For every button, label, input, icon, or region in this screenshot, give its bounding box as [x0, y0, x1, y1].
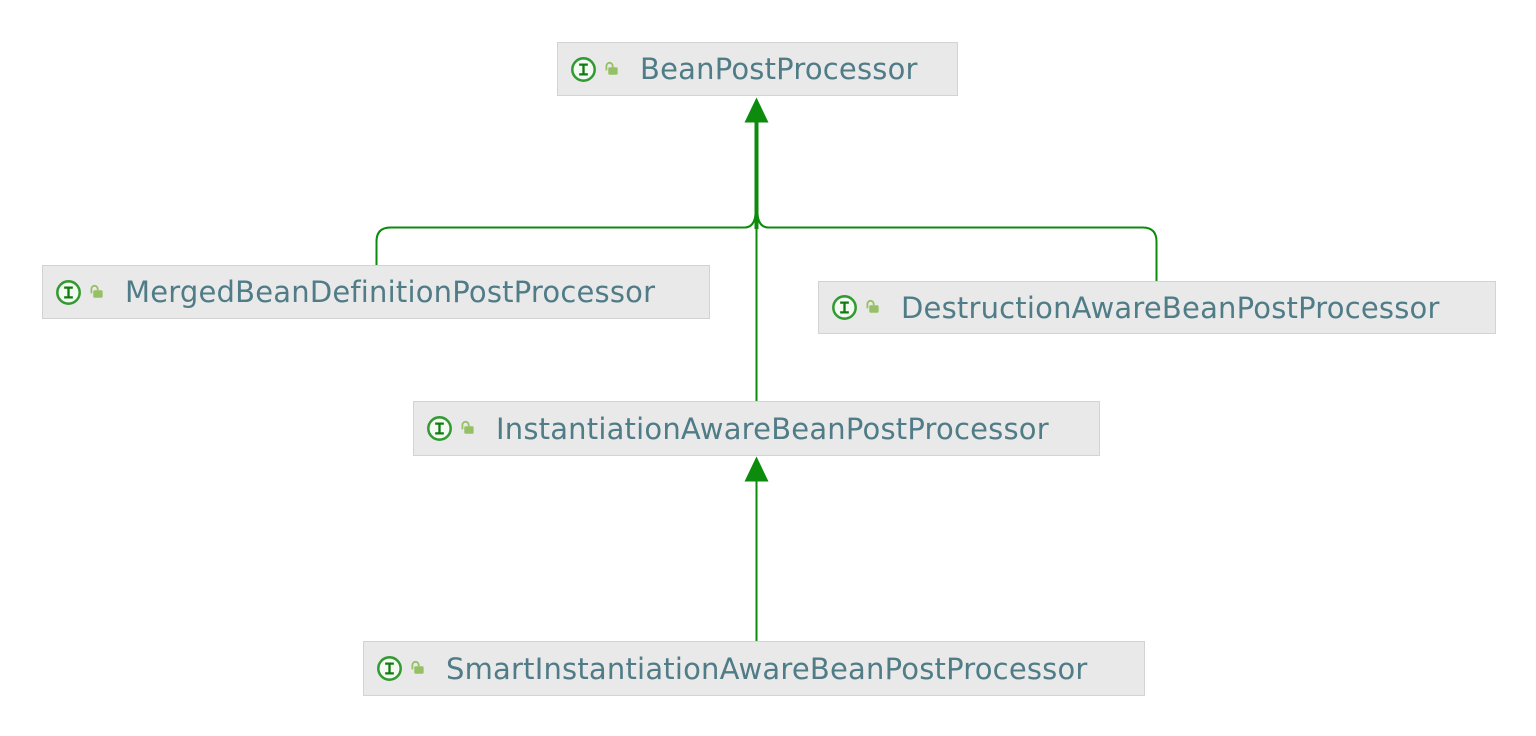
node-label: MergedBeanDefinitionPostProcessor: [125, 275, 656, 309]
unlocked-lock-icon: [459, 419, 476, 436]
arrowhead-instantiation: [744, 456, 769, 482]
node-destruction-aware-bean-post-processor[interactable]: DestructionAwareBeanPostProcessor: [818, 281, 1496, 334]
unlocked-lock-icon: [864, 298, 881, 315]
unlocked-lock-icon: [88, 283, 105, 300]
interface-icon: [55, 279, 82, 306]
interface-icon: [426, 415, 453, 442]
edge-merged-extends-beanpostprocessor[interactable]: [375, 213, 757, 265]
arrowhead-beanpostprocessor: [744, 97, 769, 123]
interface-icon: [570, 56, 597, 83]
node-merged-bean-definition-post-processor[interactable]: MergedBeanDefinitionPostProcessor: [42, 265, 710, 319]
edge-destruction-extends-beanpostprocessor[interactable]: [756, 213, 1158, 281]
interface-icon: [376, 655, 403, 682]
unlocked-lock-icon: [409, 659, 426, 676]
node-smart-instantiation-aware-bean-post-processor[interactable]: SmartInstantiationAwareBeanPostProcessor: [363, 641, 1145, 696]
node-label: BeanPostProcessor: [640, 52, 918, 86]
node-instantiation-aware-bean-post-processor[interactable]: InstantiationAwareBeanPostProcessor: [413, 401, 1100, 456]
unlocked-lock-icon: [603, 60, 620, 77]
node-bean-post-processor[interactable]: BeanPostProcessor: [557, 42, 958, 96]
node-label: SmartInstantiationAwareBeanPostProcessor: [446, 651, 1088, 686]
interface-icon: [831, 294, 858, 321]
node-label: DestructionAwareBeanPostProcessor: [901, 290, 1440, 325]
node-label: InstantiationAwareBeanPostProcessor: [496, 411, 1049, 446]
